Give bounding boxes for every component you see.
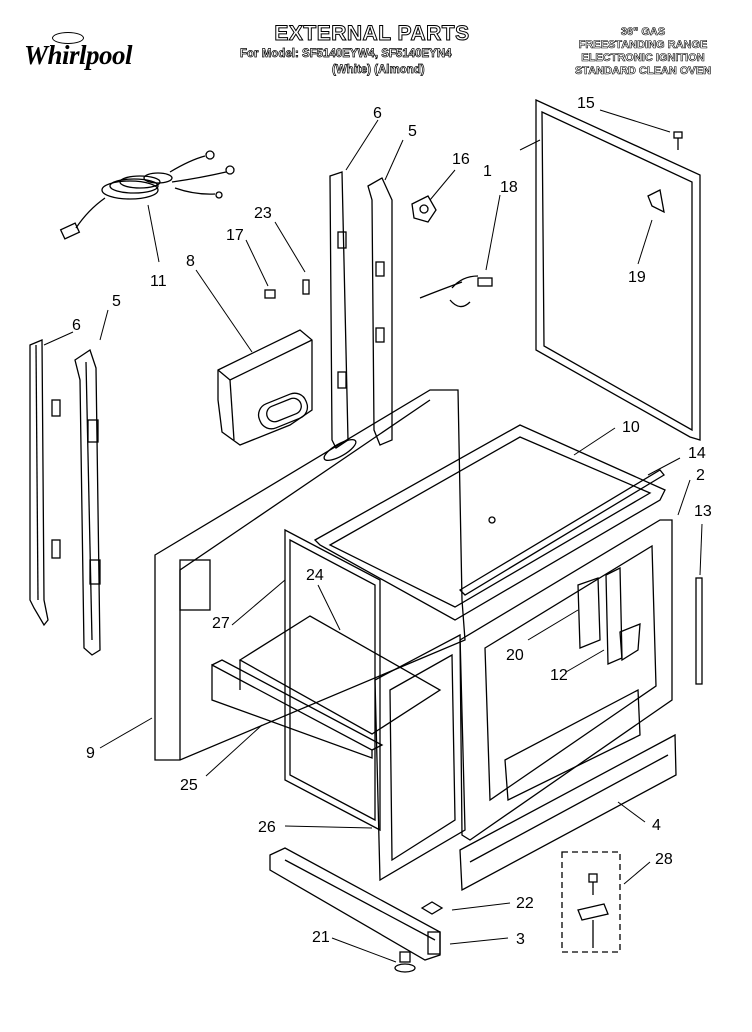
desc-line-1: 36" GAS xyxy=(620,26,666,39)
product-description: 36" GAS FREESTANDING RANGE ELECTRONIC IG… xyxy=(558,26,728,78)
part-rear-panel xyxy=(535,98,701,441)
callout-27: 27 xyxy=(212,615,230,632)
callout-19: 19 xyxy=(628,269,646,286)
part-storage-drawer xyxy=(238,615,442,735)
callout-13: 13 xyxy=(694,503,712,520)
part-side-trim-right xyxy=(329,171,349,449)
callout-1: 1 xyxy=(483,163,492,180)
callout-10: 10 xyxy=(622,419,640,436)
part-lower-panel xyxy=(284,528,381,832)
callout-5-right: 5 xyxy=(408,123,417,140)
desc-line-3: ELECTRONIC IGNITION xyxy=(581,52,705,65)
part-screw-15 xyxy=(673,131,683,150)
part-crossbar xyxy=(211,659,384,759)
callout-22: 22 xyxy=(516,895,534,912)
callout-12: 12 xyxy=(550,667,568,684)
brand-name: Whirlpool xyxy=(24,40,133,70)
callout-28: 28 xyxy=(655,851,673,868)
part-drawer-frame xyxy=(374,633,466,882)
callout-4: 4 xyxy=(652,817,661,834)
callout-21: 21 xyxy=(312,929,330,946)
callout-26: 26 xyxy=(258,819,276,836)
whirlpool-logo: Whirlpool xyxy=(24,30,174,72)
callout-23: 23 xyxy=(254,205,272,222)
part-trim-strip xyxy=(458,469,665,596)
part-switch-12 xyxy=(605,566,641,665)
part-side-bracket-right xyxy=(367,177,393,446)
part-bottom-rail xyxy=(459,733,677,892)
desc-line-4: STANDARD CLEAN OVEN xyxy=(574,65,712,78)
callout-6-right: 6 xyxy=(373,105,382,122)
part-igniter xyxy=(411,195,437,223)
callout-16: 16 xyxy=(452,151,470,168)
model-colors: (White) (Almond) xyxy=(332,64,425,77)
desc-line-2: FREESTANDING RANGE xyxy=(578,39,708,52)
logo-emblem xyxy=(52,32,84,44)
callout-labels: 1 2 3 4 5 5 6 6 8 9 10 11 12 13 14 15 16… xyxy=(72,95,712,948)
callout-25: 25 xyxy=(180,777,198,794)
model-numbers: For Model: SF5140EYW4, SF5140EYN4 xyxy=(240,48,452,61)
part-bracket-20 xyxy=(577,577,601,649)
callout-6-left: 6 xyxy=(72,317,81,334)
part-front-frame xyxy=(459,519,673,841)
part-side-trim-left xyxy=(29,339,61,627)
callout-15: 15 xyxy=(577,95,595,112)
part-clip xyxy=(264,289,276,299)
part-base-rail xyxy=(269,847,441,961)
part-wire-connector xyxy=(419,275,493,308)
callout-20: 20 xyxy=(506,647,524,664)
callout-2: 2 xyxy=(696,467,705,484)
page-title: EXTERNAL PARTS xyxy=(274,22,470,46)
callout-24: 24 xyxy=(306,567,324,584)
callout-3: 3 xyxy=(516,931,525,948)
callout-14: 14 xyxy=(688,445,706,462)
leader-lines xyxy=(43,109,703,963)
part-side-bracket-left xyxy=(74,348,101,656)
callout-5-left: 5 xyxy=(112,293,121,310)
part-leveling-leg xyxy=(394,951,416,973)
callout-17: 17 xyxy=(226,227,244,244)
part-clip-22 xyxy=(420,901,444,915)
part-burner-box xyxy=(217,329,313,446)
callout-18: 18 xyxy=(500,179,518,196)
part-small-bracket xyxy=(302,279,310,295)
callout-8: 8 xyxy=(186,253,195,270)
part-rod xyxy=(695,577,703,685)
callout-11: 11 xyxy=(150,273,167,290)
part-power-cord xyxy=(59,150,235,240)
part-anti-tip-kit xyxy=(561,851,621,953)
part-side-panel xyxy=(154,389,466,761)
part-top-frame xyxy=(313,424,666,621)
callout-9: 9 xyxy=(86,745,95,762)
